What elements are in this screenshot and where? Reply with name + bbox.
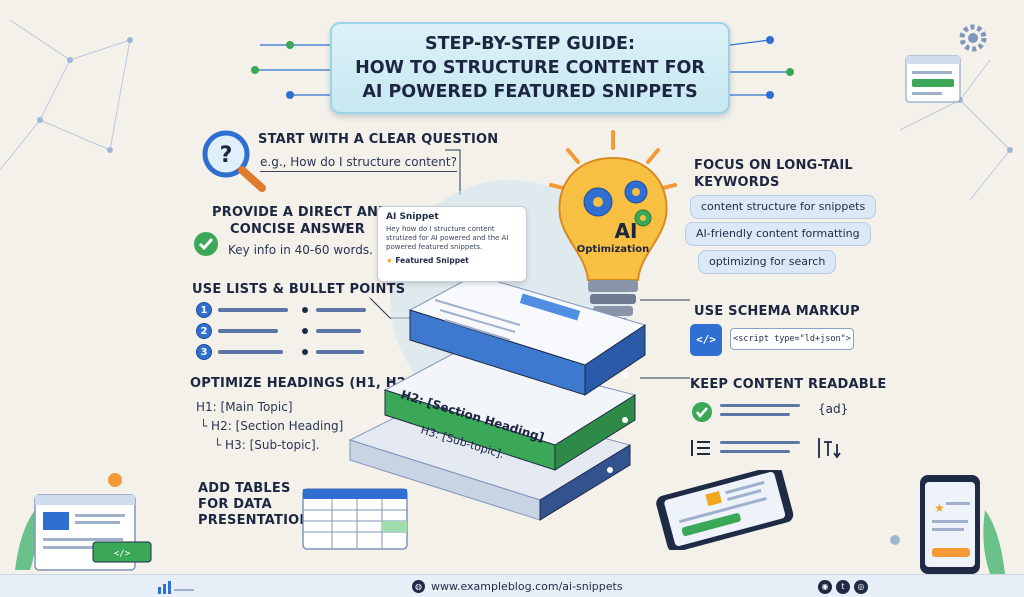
- browser-window-icon: [905, 55, 961, 103]
- snippet-title: AI Snippet: [386, 212, 439, 222]
- lists-section-title: USE LISTS & BULLET POINTS: [192, 282, 406, 297]
- text-size-icon: [818, 438, 841, 459]
- footer-url-wrap: ◍ www.exampleblog.com/ai-snippets: [412, 575, 623, 597]
- data-table-icon: [302, 488, 408, 550]
- code-brackets-icon: </>: [690, 324, 722, 356]
- list-format-icon: [691, 440, 710, 456]
- phone-right-illustration: ★: [890, 475, 1005, 574]
- globe-icon: ◍: [412, 580, 425, 593]
- headings-section-title: OPTIMIZE HEADINGS (H1, H2, H3): [190, 376, 443, 391]
- list-line: [218, 350, 283, 354]
- instagram-icon[interactable]: ◎: [854, 580, 868, 594]
- twitter-icon[interactable]: t: [836, 580, 850, 594]
- ai-snippet-card: AI Snippet Hey how do I structure conten…: [377, 206, 527, 282]
- footer-url[interactable]: www.exampleblog.com/ai-snippets: [431, 580, 623, 593]
- magnifier-question-icon: ?: [202, 130, 266, 192]
- svg-text:?: ?: [220, 143, 233, 168]
- bullet-dot: [302, 328, 308, 334]
- orange-dot-decoration: [108, 473, 122, 487]
- title-line-1: STEP-BY-STEP GUIDE:: [425, 34, 635, 54]
- schema-section-title: USE SCHEMA MARKUP: [694, 304, 860, 319]
- list-line: [218, 329, 278, 333]
- readable-line: [720, 404, 800, 407]
- keyword-pill: content structure for snippets: [690, 195, 877, 219]
- keywords-title-line-1: FOCUS ON LONG-TAIL: [694, 158, 853, 173]
- question-example: e.g., How do I structure content?: [260, 155, 457, 172]
- heading-h3-example: └ H3: [Sub-topic].: [214, 438, 320, 452]
- logo-bars-icon: [158, 581, 194, 594]
- keyword-pill: AI-friendly content formatting: [685, 222, 871, 246]
- bullet-dot: [302, 349, 308, 355]
- keywords-title-line-2: KEYWORDS: [694, 175, 780, 190]
- check-circle-icon: [692, 402, 712, 422]
- star-icon: ★: [386, 256, 393, 265]
- answer-text: Key info in 40-60 words.: [228, 243, 373, 257]
- tables-title-line-1: ADD TABLES: [198, 481, 291, 496]
- readable-line: [720, 441, 800, 444]
- bulb-label-optimization: Optimization: [577, 244, 649, 255]
- bullet-line: [316, 350, 364, 354]
- footer-bar: ◍ www.exampleblog.com/ai-snippets ◉ t ◎: [0, 574, 1024, 597]
- readable-line: [720, 450, 790, 453]
- heading-h2-text: H2: [Section Heading]: [211, 419, 344, 433]
- list-number-2: 2: [196, 323, 212, 339]
- keyword-pill: optimizing for search: [698, 250, 837, 274]
- list-number-3: 3: [196, 344, 212, 360]
- check-circle-icon: [194, 232, 218, 256]
- gear-icon: [959, 24, 987, 52]
- phone-featured-snippet-illustration: [656, 470, 794, 550]
- heading-h2-example: └ H2: [Section Heading]: [200, 419, 344, 433]
- title-line-2: HOW TO STRUCTURE CONTENT FOR: [355, 58, 705, 78]
- ad-text: {ad}: [818, 402, 849, 416]
- readable-section-title: KEEP CONTENT READABLE: [690, 377, 887, 392]
- bullet-line: [316, 329, 361, 333]
- browser-window-illustration: </>: [15, 494, 152, 571]
- schema-code-snippet: <script type="ld+json">: [730, 328, 854, 350]
- list-number-1: 1: [196, 302, 212, 318]
- bulb-label-ai: AI: [615, 219, 638, 243]
- social-icon-1[interactable]: ◉: [818, 580, 832, 594]
- answer-title-line-1: PROVIDE A DIRECT AND: [212, 205, 390, 220]
- bullet-dot: [302, 307, 308, 313]
- readable-line: [720, 413, 790, 416]
- list-line: [218, 308, 288, 312]
- title-line-3: AI POWERED FEATURED SNIPPETS: [362, 82, 698, 102]
- question-section-title: START WITH A CLEAR QUESTION: [258, 132, 499, 147]
- snippet-body: Hey how do I structure content strutized…: [386, 225, 509, 251]
- heading-h3-text: H3: [Sub-topic].: [225, 438, 320, 452]
- tables-title-line-3: PRESENTATION: [198, 513, 311, 528]
- svg-text:★: ★: [934, 501, 945, 515]
- document-stack-illustration: H2: [Section Heading] H3: [Sub-topic].: [348, 274, 647, 521]
- heading-h1-example: H1: [Main Topic]: [196, 400, 293, 414]
- bullet-line: [316, 308, 366, 312]
- answer-title-line-2: CONCISE ANSWER: [230, 222, 365, 237]
- title-banner: STEP-BY-STEP GUIDE: HOW TO STRUCTURE CON…: [330, 22, 730, 114]
- snippet-badge: ★ Featured Snippet: [386, 256, 518, 265]
- tables-title-line-2: FOR DATA: [198, 497, 272, 512]
- snippet-badge-text: Featured Snippet: [395, 256, 469, 265]
- svg-text:</>: </>: [114, 549, 131, 559]
